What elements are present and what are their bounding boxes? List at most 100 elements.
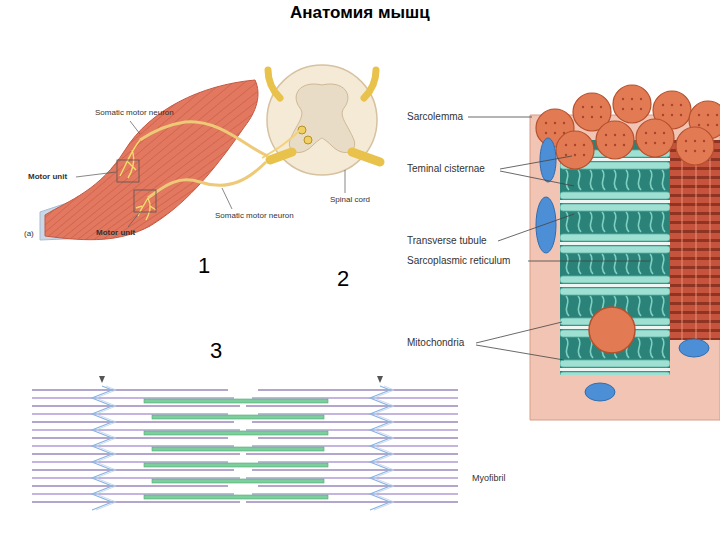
thin-filament: [32, 453, 102, 454]
reticulum-tubule: [578, 338, 581, 358]
filament-dot: [631, 98, 633, 100]
callout-number: 3: [210, 338, 222, 363]
terminal-cisterna: [560, 372, 670, 375]
striations: [670, 140, 720, 340]
leader-line: [130, 121, 140, 134]
filament-dot: [600, 106, 602, 108]
z-marker: [99, 376, 105, 383]
striation: [670, 194, 720, 197]
leader-line: [500, 156, 572, 169]
sarcomere-illustration: [32, 376, 458, 510]
reticulum-tubule: [602, 170, 605, 190]
thin-filament: [252, 397, 380, 398]
leader-line: [468, 117, 532, 118]
thin-filament: [258, 389, 380, 390]
filament-dot: [554, 122, 556, 124]
callout-number: 2: [337, 266, 349, 291]
reticulum-tubule: [650, 170, 653, 190]
filament-dot: [614, 144, 616, 146]
thin-filament: [380, 493, 458, 494]
thin-filament: [32, 421, 102, 422]
myofibril-edge: [710, 140, 711, 340]
filament-dot: [680, 114, 682, 116]
sarcoplasmic-reticulum: [560, 150, 670, 375]
thin-filament: [102, 389, 228, 390]
muscle-fiber: [136, 156, 298, 250]
thin-filament: [102, 437, 228, 438]
terminal-cisterna: [560, 192, 670, 199]
thin-filament: [102, 485, 228, 486]
reticulum-tubule: [590, 254, 593, 274]
filament-dot: [671, 104, 673, 106]
transverse-tubule: [560, 242, 670, 245]
filament-dot: [622, 108, 624, 110]
leader-line: [128, 212, 140, 227]
sarcolemma: [530, 115, 720, 420]
thin-filament: [380, 437, 458, 438]
ventral-root: [270, 152, 292, 160]
thick-filament: [144, 399, 328, 403]
filament-dot: [574, 154, 576, 156]
leader-line: [500, 171, 574, 186]
striation: [670, 257, 720, 260]
striation: [670, 239, 720, 242]
filament-dot: [671, 114, 673, 116]
reticulum-tubule: [578, 212, 581, 232]
muscle-fiber: [168, 185, 311, 250]
thin-filament: [32, 389, 102, 390]
filament-dot: [703, 150, 705, 152]
muscle-fiber-illustration: [468, 85, 720, 420]
filament-dot: [582, 106, 584, 108]
reticulum-tubule: [578, 170, 581, 190]
leader-line: [222, 188, 232, 209]
transverse-tubule: [560, 200, 670, 203]
panel-letter: (a): [24, 229, 34, 238]
reticulum-tubule: [602, 254, 605, 274]
filament-dot: [640, 98, 642, 100]
reticulum-tubule: [590, 212, 593, 232]
filament-dot: [654, 142, 656, 144]
myofibril-end: [636, 119, 674, 157]
reticulum-tubule: [614, 170, 617, 190]
filament-dot: [631, 108, 633, 110]
thin-filament: [102, 501, 240, 502]
filament-dot: [565, 144, 567, 146]
thin-filament: [32, 469, 102, 470]
part-label: Teminal cisternae: [407, 163, 485, 175]
gray-matter: [289, 84, 354, 153]
myofibril-ends: [536, 85, 720, 169]
filament-dot: [662, 114, 664, 116]
leader-line: [345, 170, 346, 193]
thin-filament: [380, 453, 458, 454]
muscle-fiber: [32, 63, 257, 250]
filament-dot: [591, 106, 593, 108]
muscle-fiber: [0, 34, 244, 250]
reticulum-tubule: [578, 296, 581, 316]
thin-filament: [258, 485, 380, 486]
striation: [670, 275, 720, 278]
leader-line: [476, 322, 562, 343]
thin-filament: [380, 501, 458, 502]
thin-filament: [380, 477, 458, 478]
thin-filament: [32, 437, 102, 438]
thin-filament: [102, 469, 234, 470]
filament-dot: [583, 154, 585, 156]
filament-dot: [698, 124, 700, 126]
muscle-fiber: [40, 70, 260, 250]
thick-filament: [152, 415, 324, 419]
z-disc: [96, 386, 116, 510]
thick-filament: [144, 495, 328, 499]
thin-filament: [32, 485, 102, 486]
thin-filament: [380, 413, 458, 414]
terminal-cisterna: [560, 360, 670, 367]
reticulum-tubule: [566, 254, 569, 274]
thin-filament: [102, 413, 228, 414]
muscle-fiber: [56, 84, 266, 250]
filament-dot: [591, 116, 593, 118]
muscle-fiber: [64, 92, 270, 250]
reticulum-tubule: [662, 212, 665, 232]
filament-dot: [640, 108, 642, 110]
nucleus: [679, 339, 709, 357]
